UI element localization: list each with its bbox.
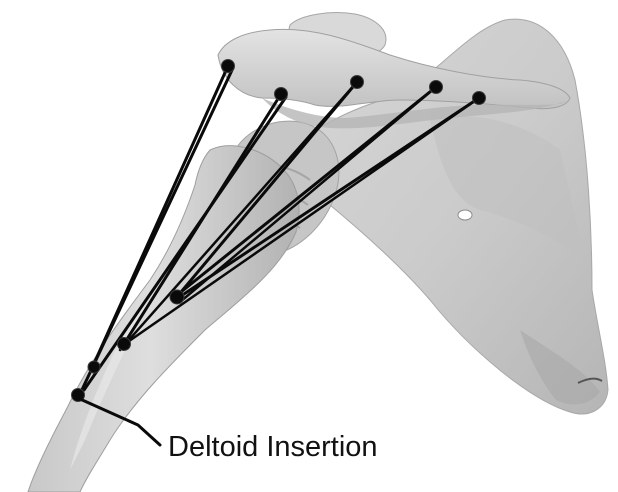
origin-point-2 — [275, 88, 288, 101]
origin-point-5 — [473, 92, 486, 105]
scapular-foramen — [458, 210, 472, 220]
origin-point-3 — [351, 76, 364, 89]
via-point-3 — [88, 361, 100, 373]
origin-point-1 — [222, 60, 235, 73]
via-point-1 — [170, 290, 184, 304]
deltoid-insertion-label: Deltoid Insertion — [168, 431, 378, 463]
origin-point-4 — [430, 81, 443, 94]
via-point-2 — [118, 338, 131, 351]
